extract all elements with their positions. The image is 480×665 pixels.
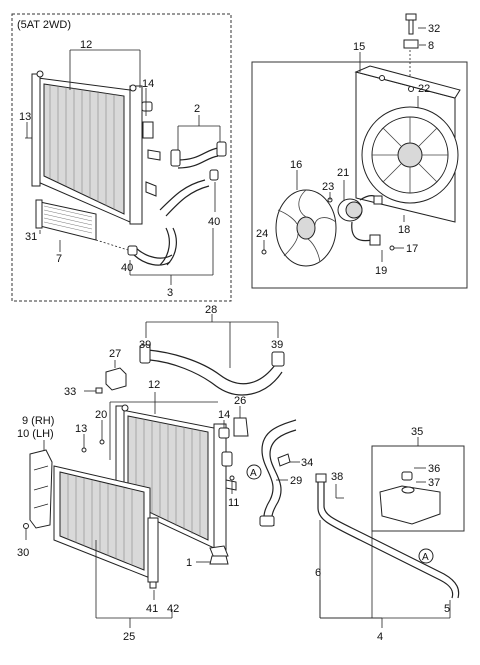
variant-note: (5AT 2WD) <box>17 19 71 31</box>
fan-shroud <box>354 65 461 223</box>
callout-19: 19 <box>375 265 387 277</box>
upper-hose-28 <box>139 344 285 396</box>
air-deflector <box>29 449 53 529</box>
callout-39-right: 39 <box>271 339 283 351</box>
oil-cooler <box>35 199 97 241</box>
callout-36: 36 <box>428 463 440 475</box>
callout-38: 38 <box>331 471 343 483</box>
callout-32: 32 <box>428 23 440 35</box>
callout-22: 22 <box>418 83 430 95</box>
callout-10-lh: 10 (LH) <box>17 428 54 440</box>
callout-26: 26 <box>234 395 246 407</box>
bracket-27 <box>105 367 127 391</box>
ref-marker-a-hose <box>418 548 434 564</box>
callout-12-top: 12 <box>80 39 92 51</box>
callout-30: 30 <box>17 547 29 559</box>
callout-12-bottom: 12 <box>148 379 160 391</box>
variant-dashed-frame <box>11 13 232 302</box>
fan-assembly-frame <box>251 61 468 289</box>
fan-blade <box>275 189 337 267</box>
callout-29: 29 <box>290 475 302 487</box>
fan-motor <box>337 195 383 246</box>
callout-23: 23 <box>322 181 334 193</box>
overflow-hose <box>317 480 460 599</box>
callout-28: 28 <box>205 304 217 316</box>
callout-7: 7 <box>56 253 62 265</box>
callout-41: 41 <box>146 603 158 615</box>
callout-39-left: 39 <box>139 339 151 351</box>
callout-16: 16 <box>290 159 302 171</box>
condenser <box>53 465 159 589</box>
callout-8: 8 <box>428 40 434 52</box>
callout-14-top: 14 <box>142 78 154 90</box>
ref-marker-a-radiator <box>246 464 262 480</box>
callout-20: 20 <box>95 409 107 421</box>
callout-15: 15 <box>353 41 365 53</box>
clip-8 <box>403 39 419 49</box>
callout-17: 17 <box>406 243 418 255</box>
callout-14-bottom: 14 <box>218 409 230 421</box>
callout-25: 25 <box>123 631 135 643</box>
callout-33: 33 <box>64 386 76 398</box>
callout-31: 31 <box>25 231 37 243</box>
top-box-hoses <box>127 141 227 266</box>
callout-2: 2 <box>194 103 200 115</box>
callout-40-left: 40 <box>121 262 133 274</box>
callout-27: 27 <box>109 348 121 360</box>
callout-13-bottom: 13 <box>75 423 87 435</box>
callout-11: 11 <box>228 497 239 509</box>
callout-9-rh: 9 (RH) <box>22 415 54 427</box>
callout-5: 5 <box>444 603 450 615</box>
top-box-leaders <box>25 49 221 285</box>
ref-marker-a-radiator-label: A <box>250 468 257 479</box>
ref-marker-a-hose-label: A <box>422 552 429 563</box>
callout-21: 21 <box>337 167 349 179</box>
reservoir-tank <box>379 471 441 525</box>
callout-40-right: 40 <box>208 216 220 228</box>
bolt-32 <box>405 13 417 35</box>
callout-6: 6 <box>315 567 321 579</box>
callout-4: 4 <box>377 631 383 643</box>
callout-42: 42 <box>167 603 179 615</box>
lower-hose-29 <box>259 419 297 527</box>
callout-34: 34 <box>301 457 313 469</box>
callout-35: 35 <box>411 426 423 438</box>
callout-3: 3 <box>167 287 173 299</box>
callout-13-top: 13 <box>19 111 31 123</box>
callout-1: 1 <box>186 557 192 569</box>
callout-18: 18 <box>398 224 410 236</box>
callout-24: 24 <box>256 228 268 240</box>
callout-37: 37 <box>428 477 440 489</box>
radiator-top <box>31 70 161 225</box>
